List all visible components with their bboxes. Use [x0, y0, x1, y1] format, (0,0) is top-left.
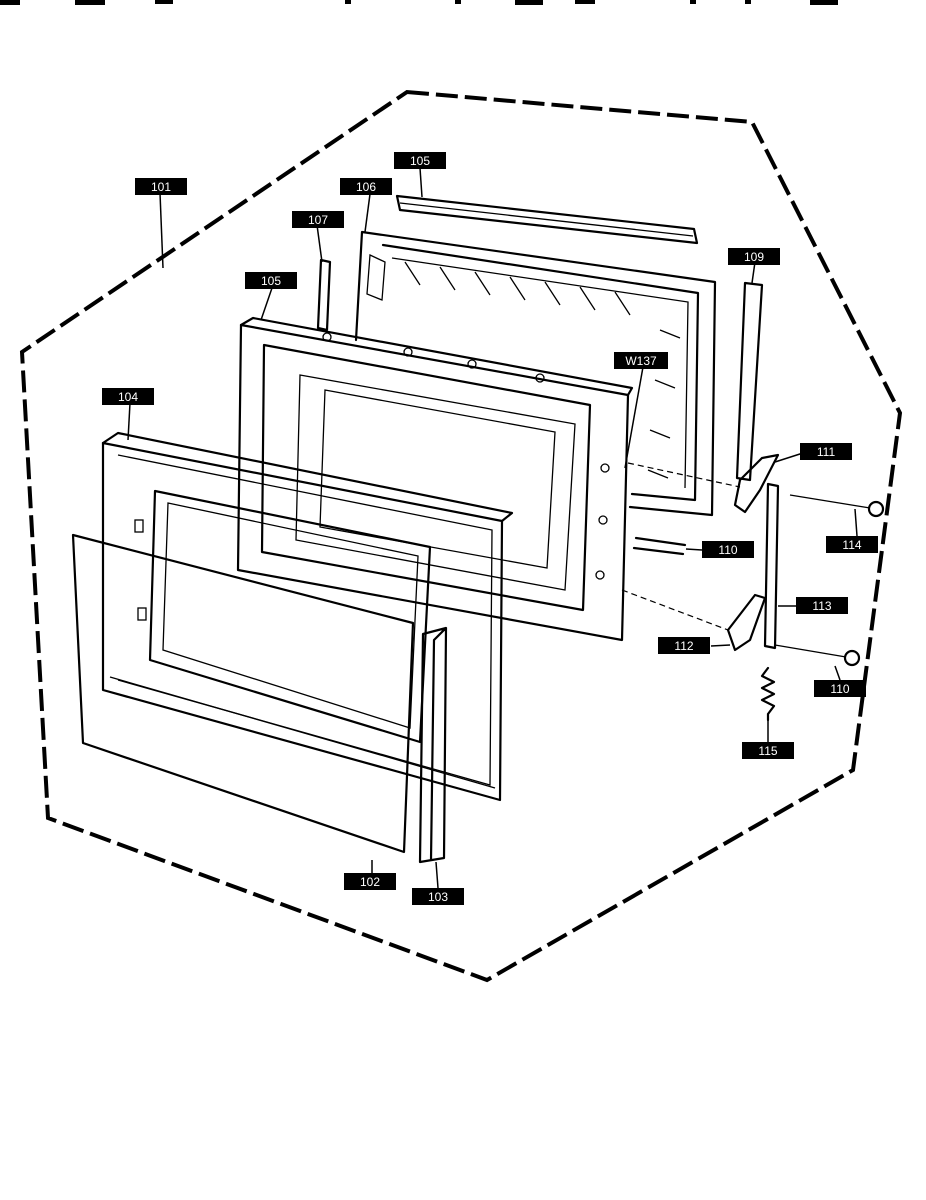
- tag-105-top-text: 105: [410, 154, 430, 168]
- tag-105-top: 105: [394, 152, 446, 169]
- leader-lines: [127, 167, 858, 889]
- tag-101-text: 101: [151, 180, 171, 194]
- part-side-trim: [418, 626, 448, 864]
- tag-106-text: 106: [356, 180, 376, 194]
- tag-103-text: 103: [428, 890, 448, 904]
- tag-115: 115: [742, 742, 794, 759]
- part-rear-inner-frame: [354, 230, 717, 517]
- part-top-gasket-strip: [395, 194, 699, 245]
- tag-107: 107: [292, 211, 344, 228]
- tag-102: 102: [344, 873, 396, 890]
- tag-114: 114: [826, 536, 878, 553]
- screw-110-lower: [774, 644, 861, 667]
- top-edge-artifacts: [0, 0, 838, 5]
- part-hinge-bracket-111: [733, 453, 780, 514]
- part-right-strip-109: [735, 281, 764, 482]
- tag-w137-text: W137: [625, 354, 657, 368]
- tag-112-text: 112: [674, 639, 693, 653]
- tag-113: 113: [796, 597, 848, 614]
- part-front-frame: [101, 431, 514, 802]
- tag-115-text: 115: [758, 744, 777, 758]
- part-vertical-strip-107: [316, 258, 332, 332]
- spring-115: [760, 666, 776, 722]
- assembly-boundary: [19, 89, 903, 983]
- part-glass-panel: [71, 533, 415, 854]
- part-hinge-bracket-112: [726, 593, 767, 652]
- tag-w137: W137: [614, 352, 668, 369]
- tag-101: 101: [135, 178, 187, 195]
- part-hinge-pin-110-upper: [632, 536, 687, 556]
- tag-110-upper: 110: [702, 541, 754, 558]
- tag-104-text: 104: [118, 390, 138, 404]
- tag-102-text: 102: [360, 875, 380, 889]
- tag-109: 109: [728, 248, 780, 265]
- tag-110-lower-text: 110: [830, 682, 849, 696]
- alignment-line-lower: [621, 589, 729, 631]
- part-hinge-arm-113: [763, 482, 780, 650]
- tag-103: 103: [412, 888, 464, 905]
- alignment-line-upper: [627, 462, 741, 488]
- tag-106: 106: [340, 178, 392, 195]
- tag-111-text: 111: [817, 445, 836, 459]
- tag-111: 111: [800, 443, 852, 460]
- part-middle-panel: [236, 316, 634, 642]
- tag-110-upper-text: 110: [718, 543, 737, 557]
- screw-114: [789, 494, 885, 518]
- tag-110-lower: 110: [814, 680, 866, 697]
- tag-104: 104: [102, 388, 154, 405]
- tag-114-text: 114: [842, 538, 861, 552]
- tag-109-text: 109: [744, 250, 764, 264]
- tag-105-mid: 105: [245, 272, 297, 289]
- tag-113-text: 113: [812, 599, 831, 613]
- tag-107-text: 107: [308, 213, 328, 227]
- tag-105-mid-text: 105: [261, 274, 281, 288]
- tag-112: 112: [658, 637, 710, 654]
